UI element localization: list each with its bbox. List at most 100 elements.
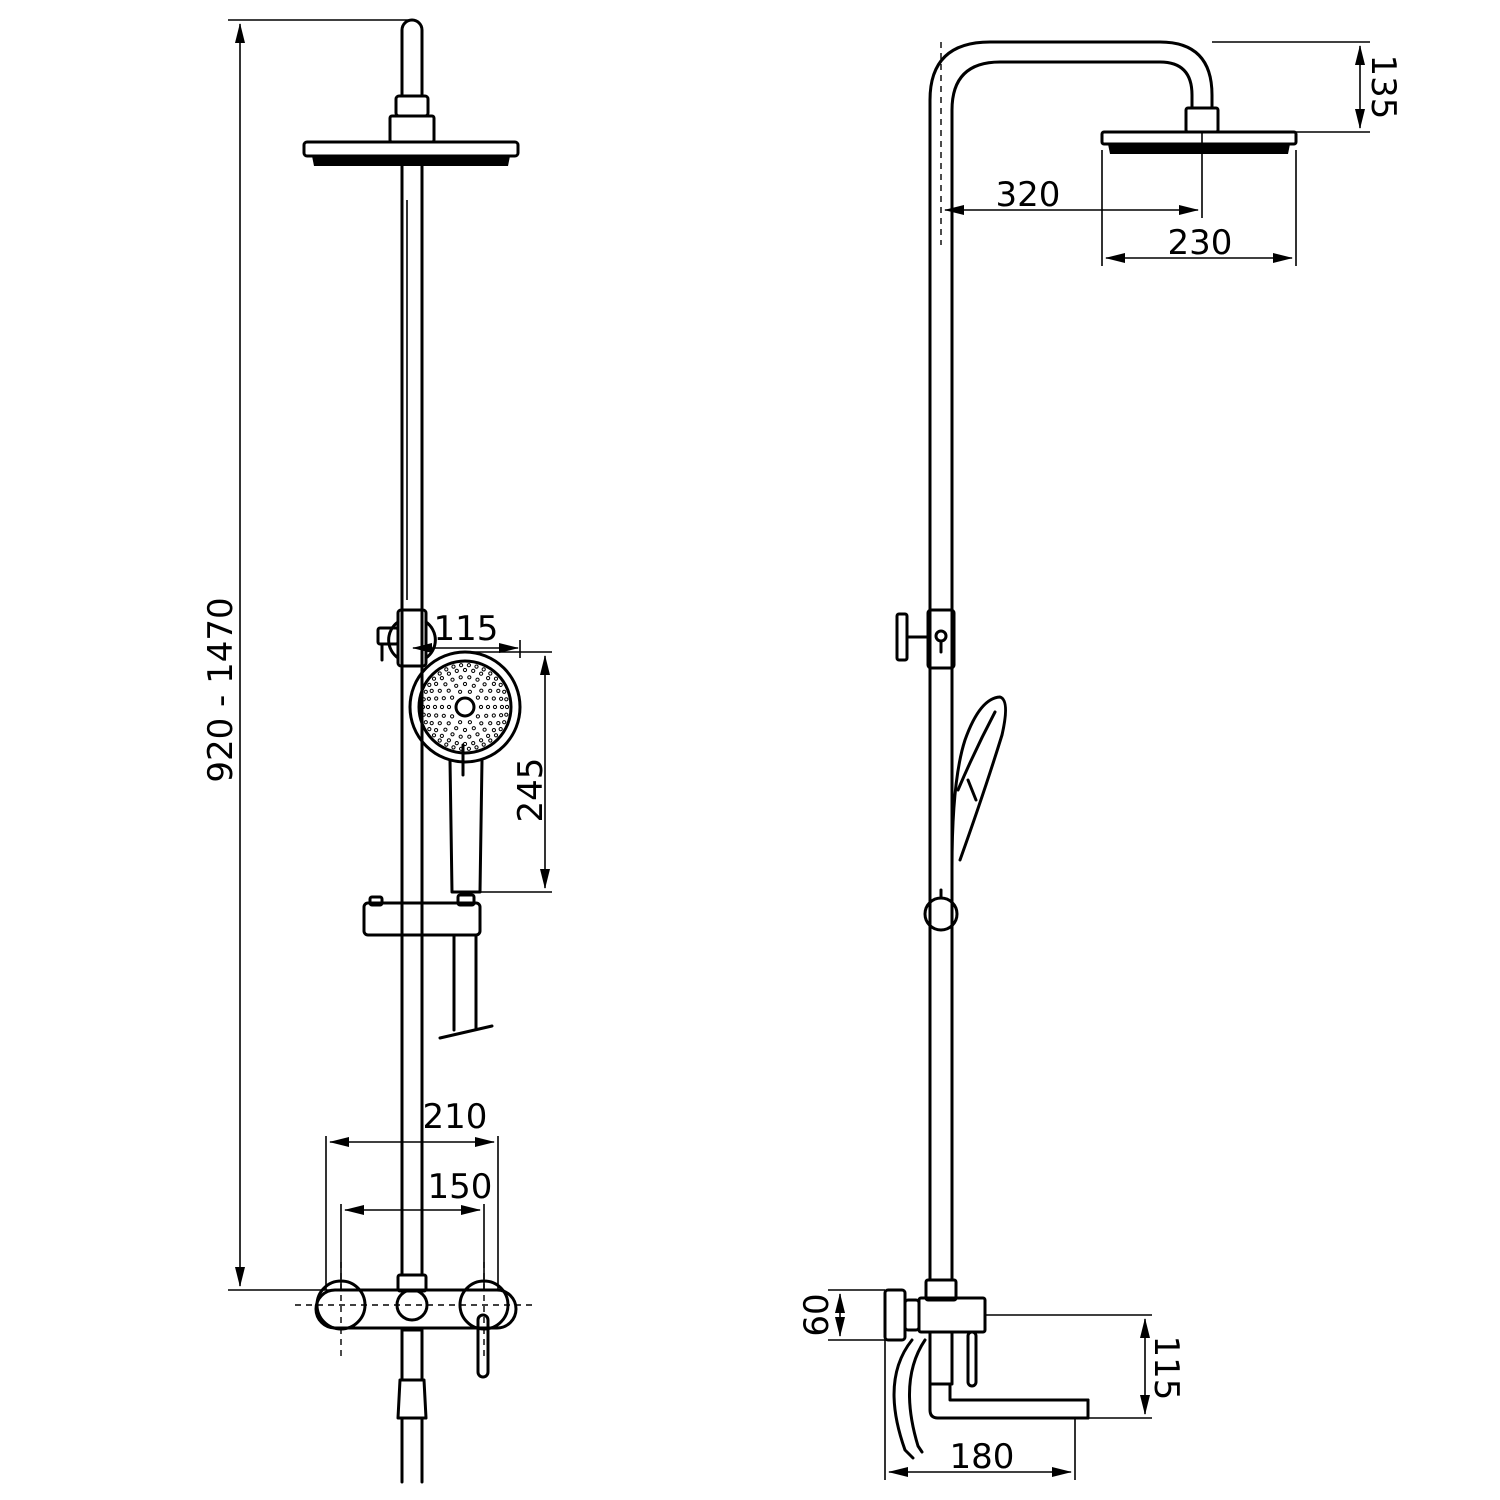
nozzle-dot bbox=[479, 671, 484, 676]
nozzle-dot bbox=[491, 713, 496, 718]
nozzle-dot bbox=[502, 689, 507, 694]
nozzle-dot bbox=[420, 704, 426, 710]
nozzle-dot bbox=[439, 733, 444, 739]
nozzle-dot bbox=[454, 668, 459, 674]
nozzle-dot bbox=[482, 727, 487, 732]
nozzle-dot bbox=[488, 738, 493, 743]
nozzle-dot bbox=[426, 696, 431, 701]
nozzle-dot bbox=[475, 714, 480, 719]
nozzle-dot bbox=[443, 682, 448, 687]
nozzle-dot bbox=[474, 664, 479, 669]
nozzle-dot bbox=[491, 728, 496, 733]
nozzle-dot bbox=[432, 704, 438, 710]
dim-mixer-width: 210 bbox=[325, 1097, 499, 1290]
side-overhead-shower bbox=[1100, 106, 1298, 154]
nozzle-dot bbox=[434, 681, 439, 687]
nozzle-dot bbox=[450, 732, 455, 737]
nozzle-dot bbox=[458, 720, 463, 725]
nozzle-dot bbox=[421, 712, 426, 717]
nozzle-dot bbox=[434, 713, 439, 718]
nozzle-dot bbox=[466, 663, 471, 668]
nozzle-dot bbox=[444, 742, 449, 747]
nozzle-dot bbox=[486, 733, 491, 739]
front-overhead-shower bbox=[302, 18, 520, 166]
nozzle-dot bbox=[493, 676, 499, 681]
nozzle-dot bbox=[488, 688, 493, 693]
dim-hand-shower-length: 245 bbox=[465, 651, 552, 893]
nozzle-dot bbox=[467, 734, 472, 739]
nozzle-dot bbox=[496, 721, 501, 726]
dim-hand-shower-width: 115 bbox=[412, 609, 521, 658]
nozzle-dot bbox=[451, 745, 456, 750]
dim-head-diameter: 230 bbox=[1101, 150, 1297, 266]
nozzle-dot bbox=[437, 671, 442, 676]
nozzle-dot bbox=[451, 664, 456, 669]
nozzle-dot bbox=[499, 704, 505, 710]
nozzle-dot bbox=[492, 704, 498, 710]
nozzle-dot bbox=[467, 689, 472, 694]
nozzle-dot bbox=[462, 727, 468, 733]
side-diverter bbox=[895, 608, 956, 670]
nozzle-dot bbox=[454, 683, 459, 688]
nozzle-dot bbox=[462, 667, 468, 673]
nozzle-dot bbox=[439, 704, 445, 710]
nozzle-dot bbox=[437, 721, 442, 726]
nozzle-dot bbox=[499, 713, 504, 718]
nozzle-dot bbox=[454, 741, 459, 746]
dim-mixer-height-label: 60 bbox=[797, 1293, 837, 1336]
nozzle-dot bbox=[444, 667, 449, 672]
dim-arm-drop-label: 135 bbox=[1363, 55, 1403, 120]
nozzle-dot bbox=[434, 696, 439, 701]
dim-mixer-centers-label: 150 bbox=[428, 1167, 493, 1207]
nozzle-dot bbox=[434, 728, 439, 733]
dim-height: 920 - 1470 bbox=[201, 19, 415, 1291]
dim-arm-drop: 135 bbox=[1212, 41, 1403, 133]
nozzle-dot bbox=[504, 712, 509, 717]
nozzle-dot bbox=[475, 677, 480, 682]
dim-spout-reach: 180 bbox=[884, 1340, 1076, 1480]
nozzle-dot bbox=[478, 704, 484, 710]
dim-hand-shower-width-label: 115 bbox=[434, 609, 499, 649]
nozzle-dot bbox=[427, 682, 432, 688]
dim-mixer-centers: 150 bbox=[340, 1167, 493, 1290]
front-hand-shower bbox=[408, 650, 522, 894]
nozzle-dot bbox=[491, 681, 496, 687]
nozzle-dot bbox=[429, 688, 434, 694]
side-view: 135 320 230 60 115 bbox=[797, 40, 1403, 1480]
nozzle-dot bbox=[421, 697, 426, 702]
nozzle-dot bbox=[502, 720, 507, 725]
nozzle-dot bbox=[458, 734, 463, 739]
nozzle-dot bbox=[496, 688, 501, 694]
nozzle-dot bbox=[498, 727, 503, 732]
dim-spout-drop: 115 bbox=[985, 1314, 1186, 1419]
nozzle-dot bbox=[474, 745, 479, 750]
nozzle-dot bbox=[504, 704, 510, 710]
nozzle-dot bbox=[481, 667, 486, 672]
nozzle-dot bbox=[471, 683, 476, 688]
nozzle-dot bbox=[471, 741, 476, 746]
dim-mixer-width-label: 210 bbox=[423, 1097, 488, 1137]
nozzle-dot bbox=[485, 704, 491, 710]
dim-hand-shower-length-label: 245 bbox=[511, 758, 551, 823]
side-hand-shower bbox=[923, 695, 1007, 932]
nozzle-dot bbox=[467, 720, 472, 725]
nozzle-dot bbox=[454, 726, 459, 731]
nozzle-dot bbox=[431, 733, 437, 738]
front-view: 920 - 1470 115 245 210 150 bbox=[201, 18, 552, 1484]
nozzle-dot bbox=[488, 671, 493, 676]
nozzle-dot bbox=[471, 726, 476, 731]
nozzle-dot bbox=[499, 696, 504, 701]
nozzle-dot bbox=[427, 727, 432, 732]
nozzle-dot bbox=[462, 681, 468, 687]
nozzle-dot bbox=[479, 738, 484, 743]
nozzle-dot bbox=[441, 696, 446, 701]
side-riser-arm bbox=[928, 40, 1214, 1282]
dim-arm-reach-label: 320 bbox=[996, 175, 1061, 215]
nozzle-dot bbox=[450, 714, 455, 719]
nozzle-dot bbox=[486, 676, 491, 681]
nozzle-dot bbox=[466, 746, 471, 751]
dim-arm-reach: 320 bbox=[944, 132, 1203, 218]
nozzle-dot bbox=[446, 688, 451, 693]
dim-spout-reach-label: 180 bbox=[950, 1437, 1015, 1477]
nozzle-dot bbox=[426, 713, 431, 718]
